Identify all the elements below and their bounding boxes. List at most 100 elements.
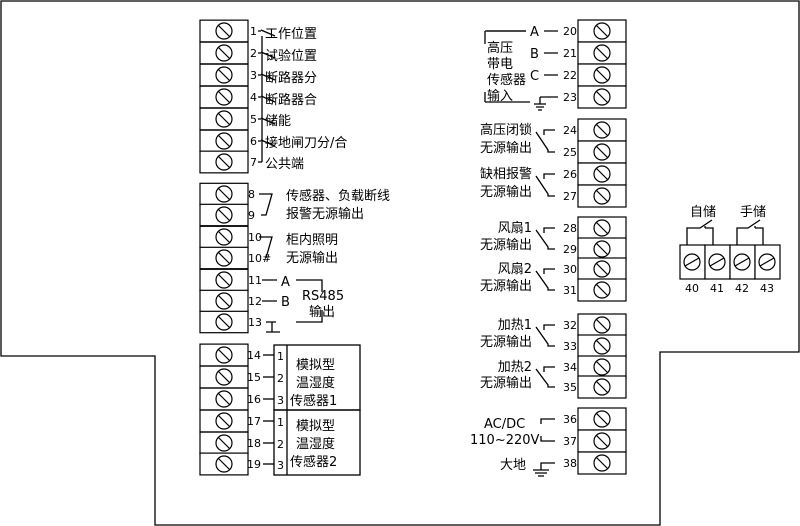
power-label-2: 110~220V	[470, 433, 540, 448]
hv-label-3: 传感器	[487, 72, 526, 88]
terminal-screw[interactable]	[199, 85, 249, 109]
terminal-screw[interactable]	[577, 257, 627, 281]
terminal-screw[interactable]	[199, 343, 249, 367]
terminal-screw[interactable]	[199, 268, 249, 292]
terminal-number: 34	[563, 361, 577, 374]
screw-icon	[593, 337, 611, 355]
screw-icon	[593, 358, 611, 376]
earth-label: 大地	[500, 458, 526, 473]
terminal-screw[interactable]	[199, 63, 249, 87]
terminal-screw[interactable]	[199, 182, 249, 206]
terminal-number: 9	[248, 209, 255, 222]
terminal-screw[interactable]	[577, 355, 627, 379]
screw-icon	[215, 434, 233, 452]
wire	[736, 219, 764, 245]
terminal-number: 33	[563, 340, 577, 353]
terminal-number: 12	[248, 295, 262, 308]
wire	[535, 324, 555, 347]
wire	[259, 193, 273, 216]
terminal-screw[interactable]	[199, 289, 249, 313]
terminal-screw[interactable]	[729, 244, 756, 280]
terminal-screw[interactable]	[199, 225, 249, 249]
hv-phase-c: C	[530, 69, 539, 84]
terminal-screw[interactable]	[199, 19, 249, 43]
terminal-screw[interactable]	[577, 41, 627, 65]
relay-label-title: 风扇1	[498, 220, 532, 236]
terminal-screw[interactable]	[199, 452, 249, 476]
terminal-screw[interactable]	[199, 41, 249, 65]
terminal-number: 20	[563, 25, 577, 38]
terminal-screw[interactable]	[577, 216, 627, 240]
sensor2-box	[273, 409, 361, 476]
hv-label-4: 输入	[487, 88, 513, 104]
terminal-number: 6	[250, 135, 257, 148]
self-storage-label: 自储	[690, 205, 716, 220]
screw-icon	[215, 132, 233, 150]
screw-icon	[215, 66, 233, 84]
label-earth-switch: 接地闸刀分/合	[265, 135, 347, 151]
terminal-screw[interactable]	[577, 451, 627, 475]
hv-label-2: 带电	[487, 57, 513, 72]
terminal-screw[interactable]	[577, 118, 627, 142]
terminal-screw[interactable]	[577, 140, 627, 164]
terminal-screw[interactable]	[199, 431, 249, 455]
terminal-screw[interactable]	[577, 278, 627, 302]
terminal-screw[interactable]	[754, 244, 781, 280]
terminal-screw[interactable]	[577, 162, 627, 186]
terminal-screw[interactable]	[199, 203, 249, 227]
terminal-screw[interactable]	[577, 237, 627, 261]
screw-icon	[215, 110, 233, 128]
status-labels: 工作位置 试验位置 断路器分 断路器合 储能 接地闸刀分/合 公共端	[265, 27, 347, 172]
rs485-b: B	[281, 295, 290, 310]
terminal-screw[interactable]	[577, 407, 627, 431]
terminal-screw[interactable]	[199, 150, 249, 174]
label-cabinet-light-2: 无源输出	[286, 250, 338, 266]
screw-icon	[215, 88, 233, 106]
screw-icon	[593, 410, 611, 428]
screw-icon	[593, 143, 611, 161]
terminal-screw[interactable]	[199, 246, 249, 270]
terminal-screw[interactable]	[577, 85, 627, 109]
wire	[535, 227, 555, 250]
terminal-number: 29	[563, 243, 577, 256]
terminal-screw[interactable]	[199, 310, 249, 334]
sensor1-l2: 温湿度	[296, 375, 335, 391]
wire	[258, 95, 276, 103]
screw-icon	[215, 22, 233, 40]
terminal-number: 27	[563, 190, 577, 203]
screw-icon	[215, 249, 233, 267]
wire	[258, 139, 276, 147]
terminal-screw[interactable]	[199, 387, 249, 411]
terminal-number: 1	[250, 25, 257, 38]
terminal-number: 24	[563, 124, 577, 137]
terminal-number: 2	[250, 47, 257, 60]
terminal-screw[interactable]	[199, 365, 249, 389]
screw-icon	[593, 44, 611, 62]
terminal-screw[interactable]	[679, 244, 706, 280]
terminal-screw[interactable]	[199, 107, 249, 131]
terminal-number: 18	[247, 437, 261, 450]
terminal-screw[interactable]	[704, 244, 731, 280]
terminal-screw[interactable]	[577, 313, 627, 337]
label-test-position: 试验位置	[265, 48, 317, 64]
terminal-screw[interactable]	[577, 429, 627, 453]
screw-icon	[683, 253, 701, 271]
terminal-number: 19	[247, 458, 261, 471]
terminal-screw[interactable]	[577, 63, 627, 87]
wire	[535, 129, 555, 153]
screw-icon	[593, 187, 611, 205]
terminal-screw[interactable]	[199, 409, 249, 433]
terminal-number: 42	[735, 282, 749, 295]
screw-icon	[593, 88, 611, 106]
terminal-screw[interactable]	[577, 334, 627, 358]
terminal-number: 3	[250, 69, 257, 82]
terminal-screw[interactable]	[577, 184, 627, 208]
label-breaker-closed: 断路器合	[265, 92, 317, 108]
terminal-screw[interactable]	[577, 19, 627, 43]
terminal-screw[interactable]	[199, 129, 249, 153]
screw-icon	[593, 219, 611, 237]
terminal-screw[interactable]	[577, 375, 627, 399]
wire	[535, 173, 555, 197]
terminal-number: 28	[563, 222, 577, 235]
